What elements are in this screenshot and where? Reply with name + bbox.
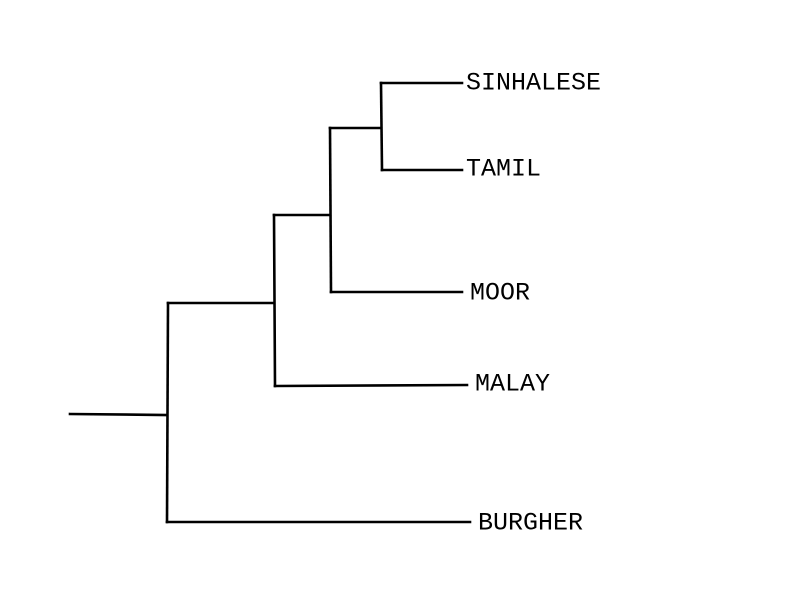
node-b-vertical (328, 126, 333, 294)
leaf-label-tamil: TAMIL (466, 155, 541, 184)
node-a-vertical (272, 213, 277, 388)
node-c-vertical (379, 81, 384, 172)
leaf-label-moor: MOOR (470, 279, 530, 308)
root-node-vertical (165, 301, 170, 524)
leaf-label-malay: MALAY (475, 370, 550, 399)
malay-branch (273, 383, 469, 388)
leaf-label-sinhalese: SINHALESE (466, 69, 601, 98)
leaf-label-burgher: BURGHER (478, 509, 583, 538)
root-branch (68, 412, 169, 417)
